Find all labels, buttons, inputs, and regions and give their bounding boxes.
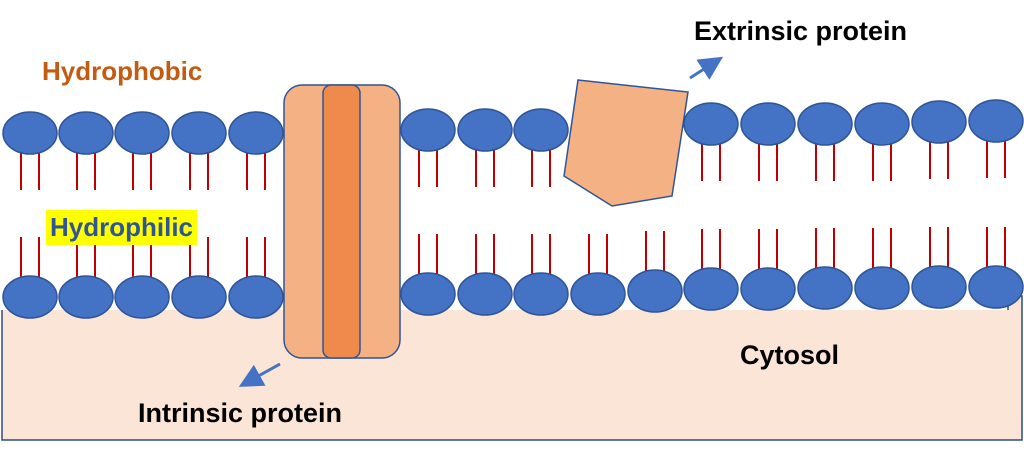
phospholipid-head [797, 102, 853, 146]
phospholipid-head [740, 102, 796, 146]
phospholipid-head [457, 108, 513, 152]
phospholipid-head [171, 111, 227, 155]
cytosol-label: Cytosol [740, 340, 840, 370]
phospholipid-head [854, 266, 910, 310]
phospholipid-head [457, 272, 513, 316]
phospholipid-heads [2, 99, 1024, 319]
phospholipid-head [513, 272, 569, 316]
phospholipid-head [114, 275, 170, 319]
extrinsic-protein-label: Extrinsic protein [694, 16, 908, 46]
phospholipid-head [911, 265, 967, 309]
phospholipid-head [400, 108, 456, 152]
phospholipid-head [228, 275, 284, 319]
phospholipid-head [968, 265, 1024, 309]
phospholipid-head [740, 267, 796, 311]
phospholipid-head [2, 111, 58, 155]
phospholipid-head [570, 272, 626, 316]
intrinsic-protein-core [322, 84, 361, 359]
phospholipid-head [228, 111, 284, 155]
hydrophilic-label: Hydrophilic [46, 210, 198, 245]
lipid-tails [20, 139, 1006, 279]
intrinsic-protein [283, 84, 401, 359]
phospholipid-head [114, 111, 170, 155]
phospholipid-head [58, 111, 114, 155]
phospholipid-head [400, 272, 456, 316]
phospholipid-head [683, 267, 739, 311]
extrinsic-arrow [689, 56, 724, 80]
phospholipid-head [968, 99, 1024, 143]
phospholipid-head [683, 102, 739, 146]
phospholipid-head [911, 100, 967, 144]
phospholipid-head [854, 102, 910, 146]
extrinsic-protein [563, 79, 689, 207]
phospholipid-head [797, 266, 853, 310]
phospholipid-head [171, 275, 227, 319]
intrinsic-arrow [238, 362, 281, 387]
phospholipid-head [627, 269, 683, 313]
phospholipid-head [513, 108, 569, 152]
hydrophobic-label: Hydrophobic [42, 56, 203, 86]
intrinsic-protein-label: Intrinsic protein [138, 398, 343, 428]
phospholipid-head [58, 275, 114, 319]
phospholipid-head [2, 275, 58, 319]
